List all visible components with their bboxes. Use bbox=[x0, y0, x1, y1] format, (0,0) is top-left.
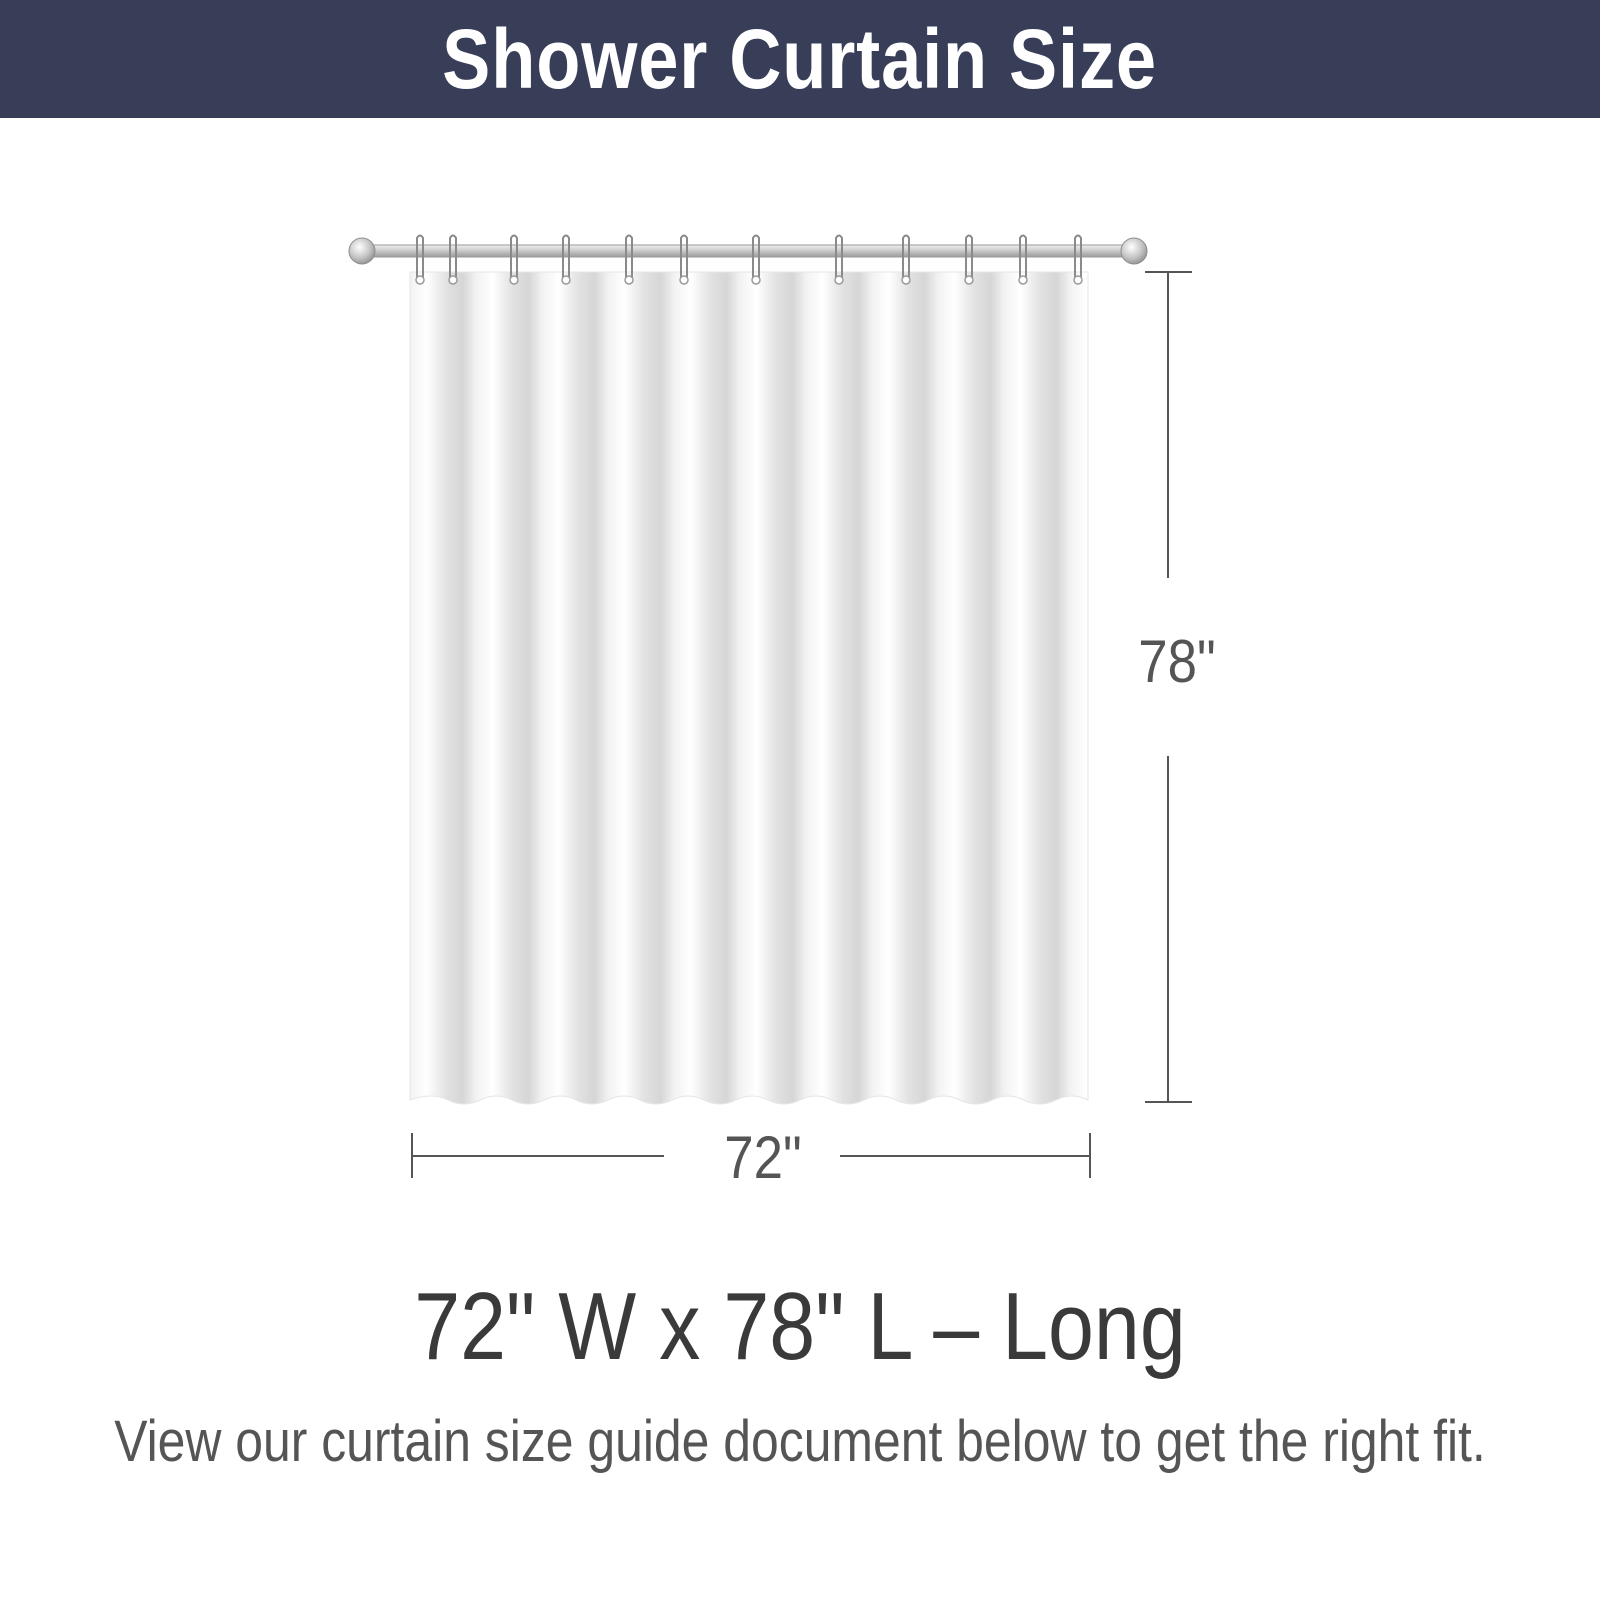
size-guide-note: View our curtain size guide document bel… bbox=[114, 1409, 1486, 1474]
curtain-grommet bbox=[624, 275, 634, 285]
shower-rod bbox=[355, 244, 1133, 258]
curtain-grommet bbox=[415, 275, 425, 285]
rod-end-left bbox=[348, 237, 376, 265]
page-title: Shower Curtain Size bbox=[442, 11, 1158, 106]
curtain-grommet bbox=[561, 275, 571, 285]
curtain-panel bbox=[409, 271, 1089, 1105]
width-label: 72" bbox=[724, 1124, 801, 1191]
header-banner: Shower Curtain Size bbox=[0, 0, 1600, 118]
rod-end-right bbox=[1120, 237, 1148, 265]
curtain-grommet bbox=[834, 275, 844, 285]
height-dimension: 78" bbox=[1138, 271, 1216, 1103]
curtain-grommet bbox=[448, 275, 458, 285]
height-label: 78" bbox=[1138, 628, 1215, 695]
curtain-grommet bbox=[679, 275, 689, 285]
curtain-grommet bbox=[509, 275, 519, 285]
curtain-grommet bbox=[901, 275, 911, 285]
width-dimension: 72" bbox=[411, 1124, 1091, 1191]
curtain-grommet bbox=[964, 275, 974, 285]
curtain-grommet bbox=[1073, 275, 1083, 285]
curtain-rings bbox=[415, 234, 1083, 285]
curtain-grommet bbox=[751, 275, 761, 285]
size-specification: 72" W x 78" L – Long bbox=[414, 1273, 1186, 1380]
curtain-grommet bbox=[1018, 275, 1028, 285]
